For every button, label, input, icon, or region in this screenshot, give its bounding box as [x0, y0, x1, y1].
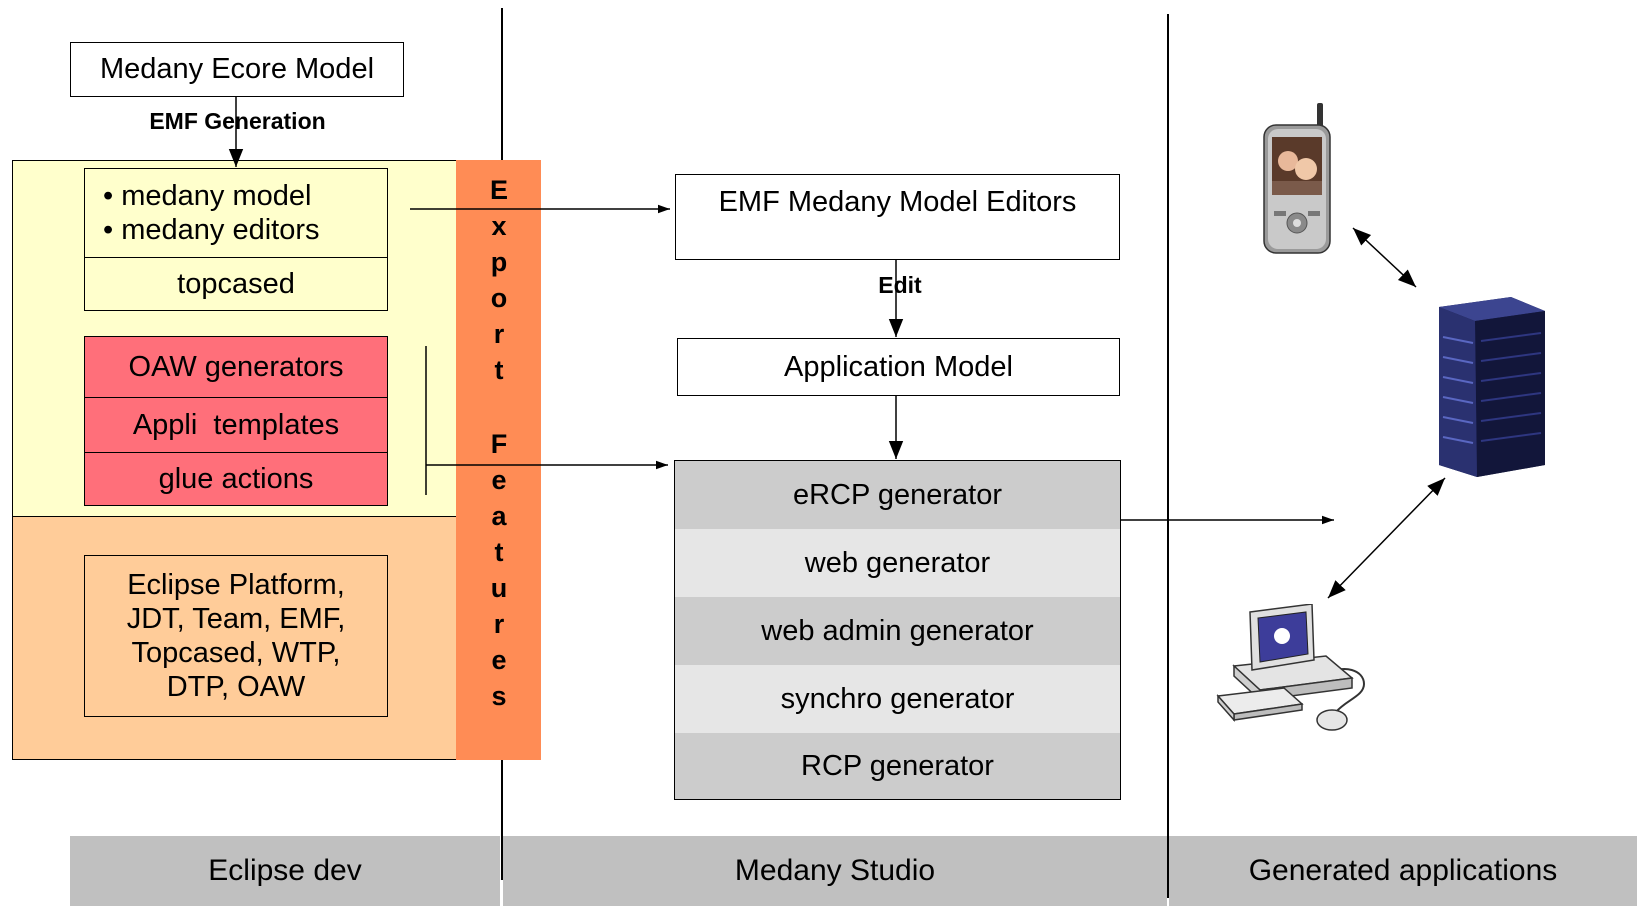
- oaw-generators-box: OAW generators: [84, 336, 388, 398]
- platform-line: JDT, Team, EMF,: [126, 602, 346, 635]
- emf-generation-label: EMF Generation: [80, 108, 395, 135]
- application-model-box: Application Model: [677, 338, 1120, 396]
- medany-plugin-box: • medany model • medany editors: [84, 168, 388, 258]
- features-letter: r: [493, 609, 505, 639]
- rcp-generator: RCP generator: [675, 733, 1120, 799]
- plugin-list: • medany model • medany editors: [103, 179, 319, 247]
- features-letter: e: [491, 645, 507, 675]
- platform-line: Eclipse Platform,: [127, 568, 345, 601]
- footer-generated-applications: Generated applications: [1169, 836, 1637, 906]
- features-letter: t: [494, 537, 504, 567]
- arrow-server-desktop: [1327, 477, 1446, 599]
- web-admin-generator: web admin generator: [675, 597, 1120, 666]
- features-letter: e: [491, 465, 507, 495]
- synchro-generator: synchro generator: [675, 665, 1120, 734]
- export-letter: x: [491, 211, 507, 241]
- features-letter: F: [490, 429, 508, 459]
- arrow-phone-server: [1352, 227, 1417, 288]
- export-features-band: [456, 160, 541, 760]
- emf-editors-box: EMF Medany Model Editors: [675, 174, 1120, 260]
- list-item: • medany model: [103, 179, 312, 212]
- footer-medany-studio: Medany Studio: [503, 836, 1167, 906]
- platform-line: Topcased, WTP,: [131, 637, 341, 669]
- edit-label: Edit: [850, 272, 950, 299]
- mobile-phone-icon: [1263, 103, 1331, 254]
- export-letter: o: [490, 283, 508, 313]
- divider-studio-apps: [1167, 14, 1169, 898]
- export-letter: E: [489, 175, 508, 205]
- platform-line: DTP, OAW: [166, 671, 306, 704]
- generators-stack: [674, 460, 1121, 800]
- export-letter: p: [490, 247, 508, 277]
- appli-templates-box: Appli templates: [84, 397, 388, 453]
- glue-actions-box: glue actions: [84, 452, 388, 506]
- export-letter: r: [493, 319, 505, 349]
- web-generator: web generator: [675, 529, 1120, 598]
- features-letter: s: [491, 681, 507, 711]
- footer-eclipse-dev: Eclipse dev: [70, 836, 500, 906]
- list-item: • medany editors: [103, 214, 320, 246]
- topcased-box: topcased: [84, 257, 388, 311]
- export-letter: t: [494, 355, 504, 385]
- server-icon: [1439, 297, 1545, 477]
- desktop-computer-icon: [1216, 604, 1366, 731]
- eclipse-platform-box: Eclipse Platform, JDT, Team, EMF, Topcas…: [84, 555, 388, 717]
- ecore-model-box: Medany Ecore Model: [70, 42, 404, 97]
- features-letter: u: [490, 573, 508, 603]
- ercp-generator: eRCP generator: [675, 461, 1120, 530]
- features-letter: a: [491, 501, 507, 531]
